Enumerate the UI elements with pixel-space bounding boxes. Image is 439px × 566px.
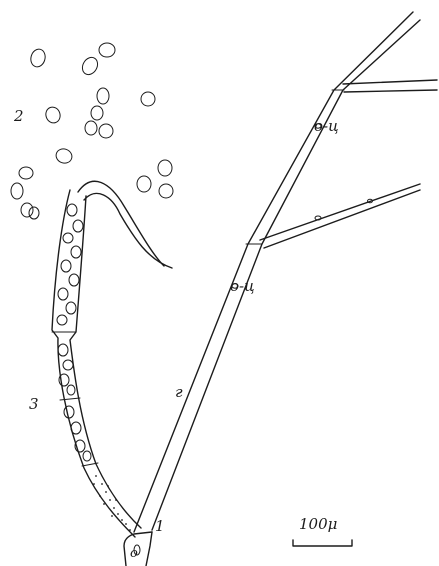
label-base-o: о <box>130 546 138 561</box>
empty-tube <box>78 181 172 268</box>
spore-cluster <box>11 43 173 219</box>
label-3: 3 <box>29 395 39 413</box>
sporangium-chain <box>52 190 141 537</box>
label-g: г <box>175 383 183 401</box>
base-hypha <box>124 532 152 566</box>
scale-bar-line <box>293 540 352 546</box>
nucleus-label-upper: о-ц <box>314 117 339 135</box>
main-filament <box>134 12 437 532</box>
label-2: 2 <box>13 107 24 125</box>
scale-bar: 100μ <box>293 515 352 546</box>
label-1: 1 <box>155 517 165 535</box>
nucleus-label-lower: о-ц <box>230 277 255 295</box>
scale-bar-label: 100μ <box>299 515 337 533</box>
